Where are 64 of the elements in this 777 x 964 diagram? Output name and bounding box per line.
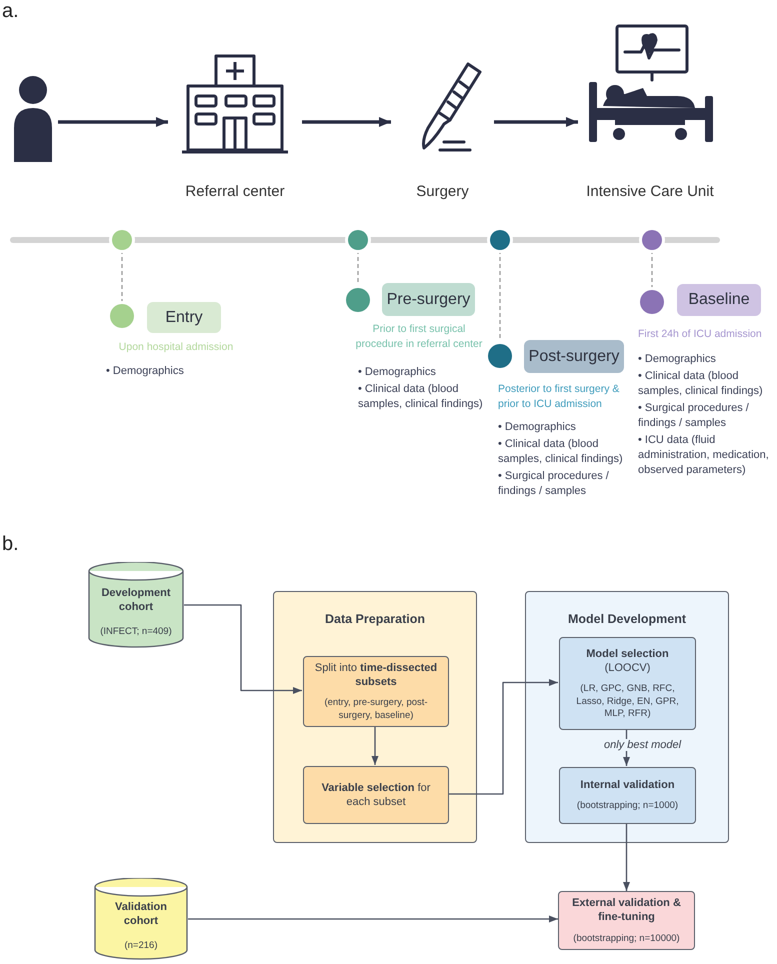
box-text: (entry, pre-surgery, post-surgery, baseline) bbox=[323, 697, 429, 722]
bullet-item: • Clinical data (blood samples, clinical findings) bbox=[498, 437, 624, 467]
arrow bbox=[188, 916, 558, 922]
timeline-dot bbox=[348, 230, 368, 250]
panel-letter: a. bbox=[2, 0, 19, 23]
phase-description: Prior to first surgical procedure in referral center bbox=[356, 323, 482, 350]
bullet-item: • Demographics bbox=[106, 364, 185, 379]
bullet-item: • Surgical procedures / findings / samples bbox=[638, 401, 750, 431]
panel-title: Model Development bbox=[568, 612, 686, 626]
dashed-connector bbox=[121, 250, 123, 304]
phase-tag: Baseline bbox=[677, 284, 761, 316]
timeline-dot bbox=[110, 304, 134, 328]
box-text: (LR, GPC, GNB, RFC, Lasso, Ridge, EN, GPR, MLP, RFR) bbox=[575, 683, 680, 720]
panel bbox=[273, 591, 477, 843]
arrow bbox=[448, 679, 558, 795]
phase-tag: Pre-surgery bbox=[382, 283, 475, 316]
arrow bbox=[623, 823, 630, 891]
box-title: External validation & fine-tuning bbox=[571, 896, 682, 925]
step-label: Intensive Care Unit bbox=[586, 183, 714, 200]
phase-description: Upon hospital admission bbox=[118, 341, 234, 353]
process-box bbox=[558, 891, 695, 950]
box-text: (n=216) bbox=[124, 940, 158, 952]
timeline-dot bbox=[346, 288, 370, 312]
panel-title: Data Preparation bbox=[324, 612, 426, 626]
timeline-dot bbox=[112, 230, 132, 250]
bullet-item: • Demographics bbox=[358, 365, 437, 380]
bullet-item: • ICU data (fluid administration, medication, observed parameters) bbox=[638, 433, 770, 478]
box-text: (bootstrapping; n=1000) bbox=[576, 800, 678, 813]
box-text: (bootstrapping; n=10000) bbox=[573, 932, 680, 945]
panel bbox=[525, 591, 729, 843]
box-title: Development cohort bbox=[100, 586, 172, 614]
arrow bbox=[58, 117, 168, 127]
step-label: Surgery bbox=[416, 183, 469, 200]
box-title: Variable selection for each subset bbox=[320, 780, 432, 810]
box-title: Internal validation bbox=[580, 778, 675, 792]
timeline-dot bbox=[490, 230, 510, 250]
arrow bbox=[184, 604, 302, 694]
phase-description: First 24h of ICU admission bbox=[638, 328, 762, 340]
bullet-item: • Demographics bbox=[498, 420, 577, 435]
phase-tag: Entry bbox=[147, 302, 221, 333]
edge-label: only best model bbox=[602, 739, 684, 751]
bullet-item: • Clinical data (blood samples, clinical findings) bbox=[358, 382, 484, 412]
box-title: Split into time-dissected subsets bbox=[314, 660, 438, 690]
arrow bbox=[494, 117, 578, 127]
dashed-connector bbox=[651, 250, 653, 290]
box-title: Validation cohort bbox=[114, 900, 168, 928]
process-box bbox=[559, 767, 696, 824]
timeline-dot bbox=[488, 344, 512, 368]
process-box bbox=[559, 637, 696, 730]
timeline-dot bbox=[640, 290, 664, 314]
arrow bbox=[302, 117, 391, 127]
phase-description: Posterior to first surgery & prior to ICU admission bbox=[498, 383, 620, 410]
process-box bbox=[303, 656, 449, 727]
phase-tag: Post-surgery bbox=[524, 340, 624, 373]
timeline-dot bbox=[642, 230, 662, 250]
arrow bbox=[372, 726, 378, 765]
box-title: Model selection (LOOCV) bbox=[585, 646, 670, 676]
box-text: (INFECT; n=409) bbox=[100, 626, 172, 638]
step-label: Referral center bbox=[185, 183, 285, 200]
bullet-item: • Clinical data (blood samples, clinical findings) bbox=[638, 369, 764, 399]
bullet-item: • Demographics bbox=[638, 352, 717, 367]
bullet-item: • Surgical procedures / findings / samples bbox=[498, 469, 610, 499]
panel-letter: b. bbox=[2, 533, 19, 556]
process-box bbox=[303, 766, 449, 824]
